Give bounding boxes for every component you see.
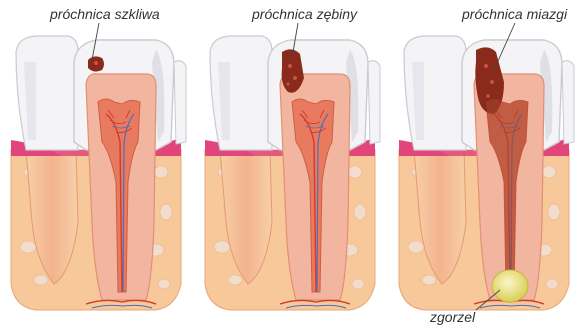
label-gangrene: zgorzel xyxy=(429,309,476,325)
label-dentin-caries: próchnica zębiny xyxy=(251,6,358,22)
label-pulp-caries: próchnica miazgi xyxy=(461,6,568,22)
tooth-pulp-caries xyxy=(399,36,574,310)
tooth-enamel-caries xyxy=(11,36,186,310)
gangrene-abscess xyxy=(492,270,528,302)
tooth-dentin-caries xyxy=(205,36,380,310)
label-enamel-caries: próchnica szkliwa xyxy=(49,6,160,22)
